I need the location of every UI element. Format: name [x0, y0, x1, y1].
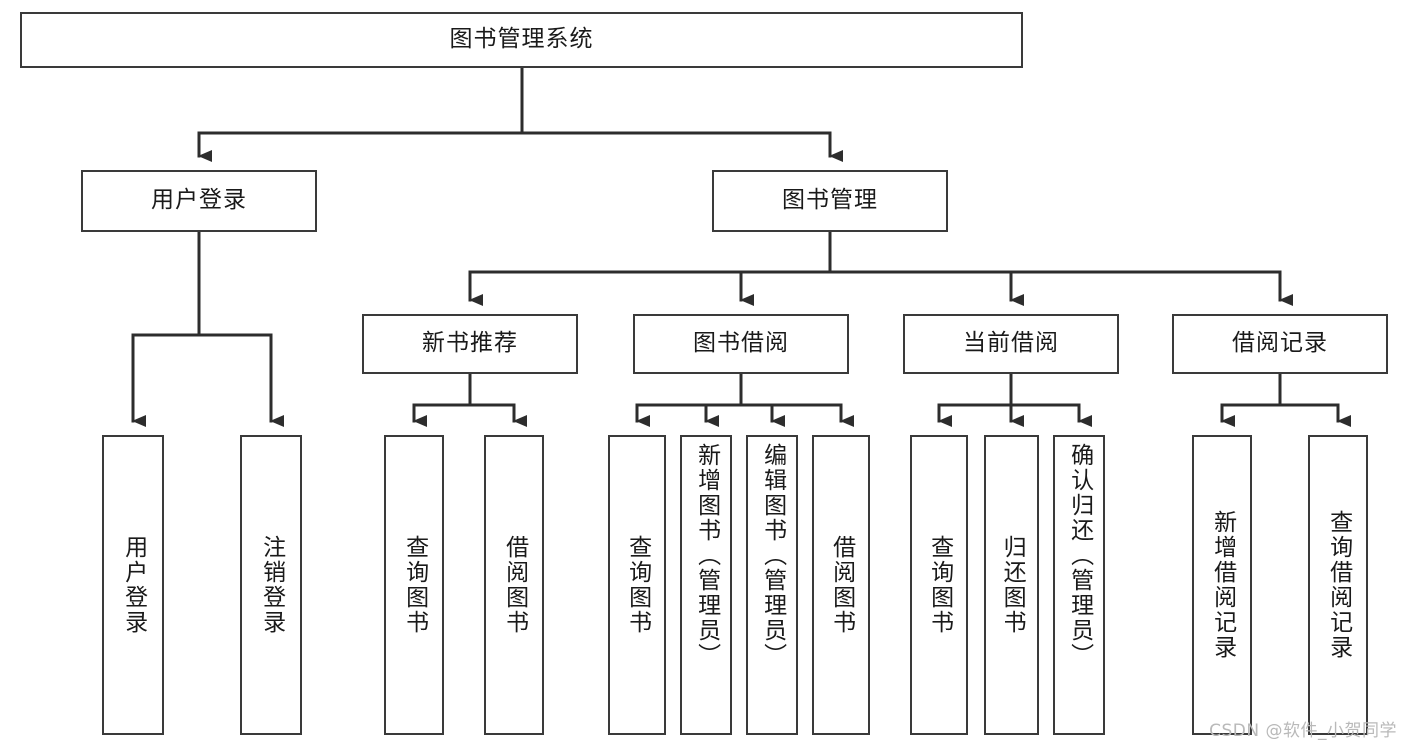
node-label: 图书借阅	[693, 330, 789, 357]
leaf-query-book-borrow[interactable]: 查询图书	[608, 435, 666, 735]
leaf-return-book[interactable]: 归还图书	[984, 435, 1039, 735]
leaf-user-login[interactable]: 用户登录	[102, 435, 164, 735]
node-new-book-recommend[interactable]: 新书推荐	[362, 314, 578, 374]
leaf-label: 新增图书（管理员）	[693, 443, 720, 668]
node-borrow-record[interactable]: 借阅记录	[1172, 314, 1388, 374]
leaf-query-book-recommend[interactable]: 查询图书	[384, 435, 444, 735]
node-label: 图书管理系统	[449, 26, 594, 53]
leaf-label: 查询图书	[624, 535, 651, 635]
node-label: 借阅记录	[1232, 330, 1328, 357]
leaf-label: 确认归还（管理员）	[1066, 443, 1093, 668]
leaf-label: 查询图书	[401, 535, 428, 635]
leaf-label: 查询借阅记录	[1325, 510, 1352, 660]
leaf-label: 借阅图书	[501, 535, 528, 635]
node-current-borrow[interactable]: 当前借阅	[903, 314, 1119, 374]
leaf-label: 归还图书	[999, 535, 1026, 635]
leaf-add-book-admin[interactable]: 新增图书（管理员）	[680, 435, 732, 735]
leaf-borrow-book[interactable]: 借阅图书	[812, 435, 870, 735]
leaf-label: 编辑图书（管理员）	[759, 443, 786, 668]
node-book-manage[interactable]: 图书管理	[712, 170, 948, 232]
leaf-confirm-return-admin[interactable]: 确认归还（管理员）	[1053, 435, 1105, 735]
leaf-label: 用户登录	[120, 535, 147, 635]
node-label: 用户登录	[151, 187, 247, 214]
leaf-borrow-book-recommend[interactable]: 借阅图书	[484, 435, 544, 735]
leaf-add-borrow-record[interactable]: 新增借阅记录	[1192, 435, 1252, 735]
leaf-label: 查询图书	[926, 535, 953, 635]
leaf-query-borrow-record[interactable]: 查询借阅记录	[1308, 435, 1368, 735]
node-user-login[interactable]: 用户登录	[81, 170, 317, 232]
node-root-system[interactable]: 图书管理系统	[20, 12, 1023, 68]
leaf-edit-book-admin[interactable]: 编辑图书（管理员）	[746, 435, 798, 735]
node-label: 当前借阅	[963, 330, 1059, 357]
leaf-label: 新增借阅记录	[1209, 510, 1236, 660]
leaf-label: 注销登录	[258, 535, 285, 635]
node-label: 新书推荐	[422, 330, 518, 357]
node-book-borrow[interactable]: 图书借阅	[633, 314, 849, 374]
leaf-label: 借阅图书	[828, 535, 855, 635]
leaf-user-logout[interactable]: 注销登录	[240, 435, 302, 735]
csdn-watermark: CSDN @软件_小贺同学	[1209, 721, 1397, 741]
node-label: 图书管理	[782, 187, 878, 214]
leaf-query-book-current[interactable]: 查询图书	[910, 435, 968, 735]
